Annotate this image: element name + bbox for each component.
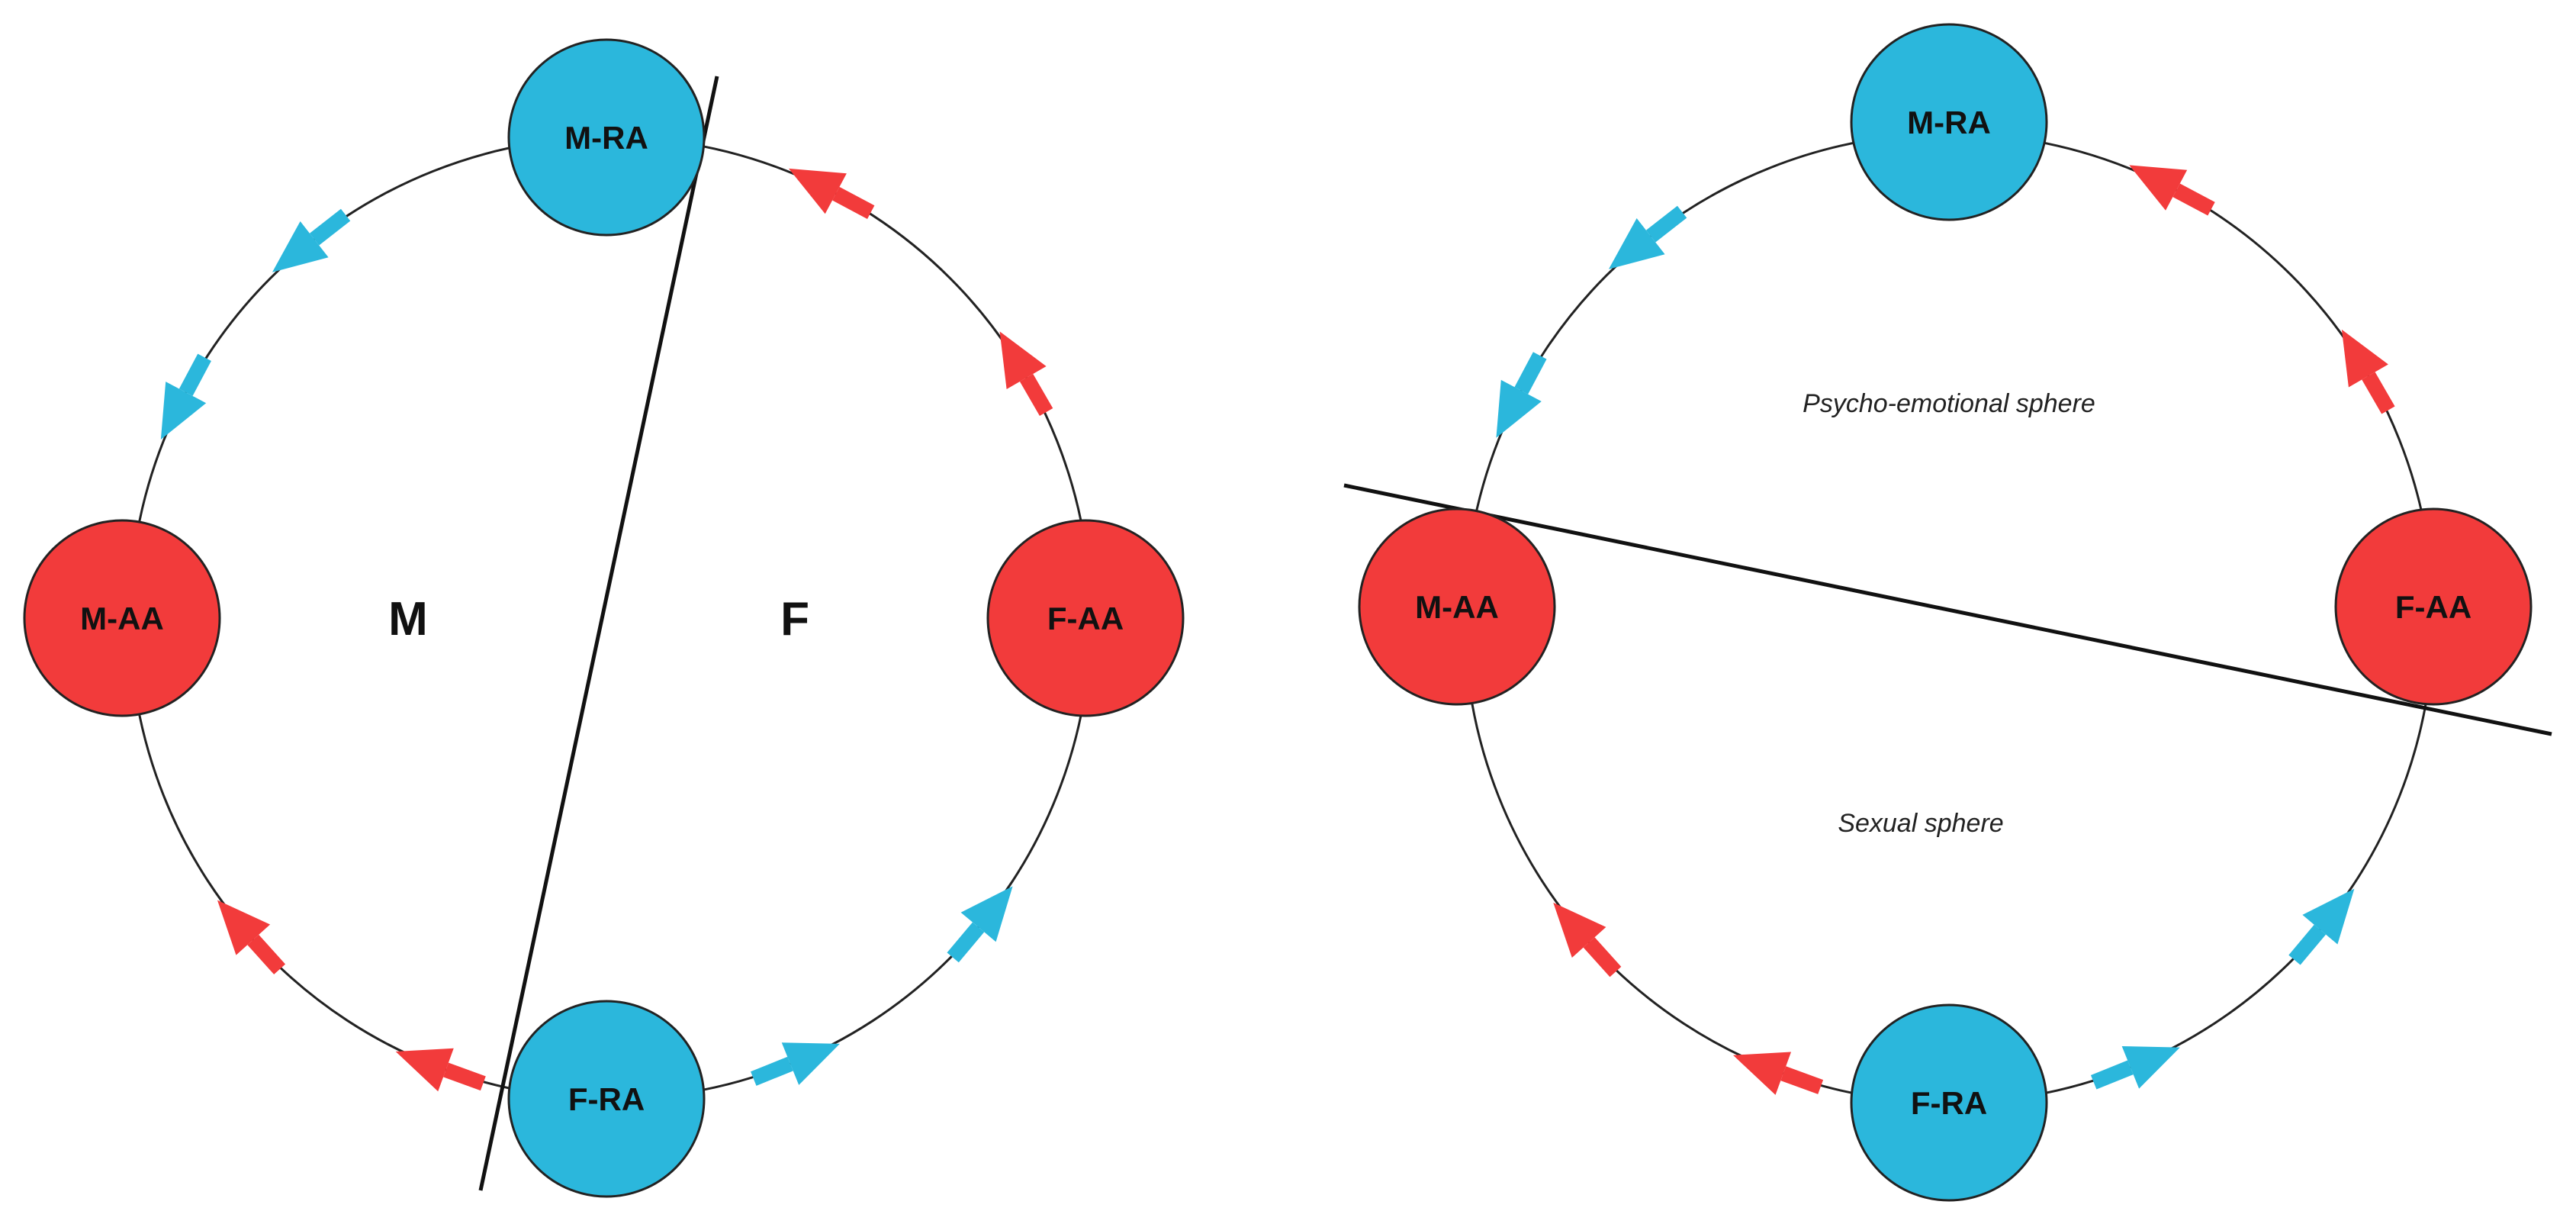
region-label-f: F (780, 593, 809, 646)
right-node-f-ra: F-RA (1850, 1003, 2048, 1202)
node-label: M-AA (1415, 589, 1499, 625)
red-cycle-arrow (388, 1029, 491, 1105)
node-label: F-AA (2395, 589, 2471, 625)
right-arrows (1475, 144, 2408, 1109)
left-node-f-ra: F-RA (507, 1000, 706, 1198)
right-node-f-aa: F-AA (2334, 507, 2533, 706)
node-label: M-RA (1907, 105, 1991, 140)
region-label-m: M (388, 593, 428, 646)
red-cycle-arrow (2321, 317, 2408, 422)
left-arrows (140, 148, 1066, 1105)
node-label: F-RA (568, 1081, 645, 1117)
red-cycle-arrow (1725, 1033, 1828, 1109)
right-diagram: M-RA F-AA F-RA M-AA Psycho-emotional sph… (1343, 23, 2552, 1202)
node-circle (507, 1000, 706, 1198)
node-circle (1358, 507, 1556, 706)
node-label: F-AA (1047, 601, 1124, 636)
blue-cycle-arrow (744, 1023, 849, 1100)
node-circle (2334, 507, 2533, 706)
left-node-m-ra: M-RA (507, 38, 706, 237)
blue-cycle-arrow (140, 346, 225, 451)
blue-cycle-arrow (1475, 344, 1561, 449)
red-cycle-arrow (2118, 144, 2223, 230)
node-circle (507, 38, 706, 237)
blue-cycle-arrow (2085, 1026, 2189, 1104)
node-circle (986, 519, 1185, 717)
node-label: F-RA (1911, 1085, 1987, 1121)
red-cycle-arrow (979, 320, 1066, 424)
node-label: M-AA (80, 601, 164, 636)
sphere-label-psycho-emotional: Psycho-emotional sphere (1803, 389, 2095, 418)
node-label: M-RA (564, 120, 648, 156)
node-circle (23, 519, 221, 717)
node-circle (1850, 1003, 2048, 1202)
red-cycle-arrow (777, 148, 882, 233)
left-node-f-aa: F-AA (986, 519, 1185, 717)
right-node-m-aa: M-AA (1358, 507, 1556, 706)
right-divider-line (1343, 483, 2552, 736)
right-node-m-ra: M-RA (1850, 23, 2048, 221)
sphere-label-sexual: Sexual sphere (1838, 809, 2003, 838)
left-diagram: M-RA F-AA F-RA M-AA M F (23, 38, 1185, 1198)
left-node-m-aa: M-AA (23, 519, 221, 717)
left-divider-line (478, 76, 719, 1191)
node-circle (1850, 23, 2048, 221)
